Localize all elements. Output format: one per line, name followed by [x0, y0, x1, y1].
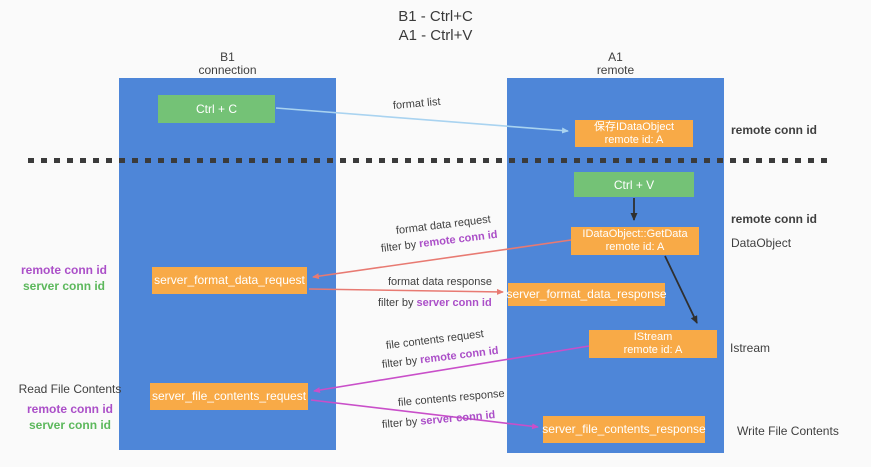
node-ctrl-v-label: Ctrl + V — [613, 177, 655, 192]
node-server-file-contents-response: server_file_contents_response — [542, 416, 706, 443]
node-getdata-line1: IDataObject::GetData — [582, 228, 688, 240]
node-idataobject-getdata: IDataObject::GetData remote id: A — [571, 227, 699, 255]
lane-a1-title: A1 — [608, 50, 623, 64]
edge-label-file-contents-response: file contents response — [397, 387, 506, 409]
annotation-left-remote-conn-id: remote conn id — [20, 263, 107, 277]
node-getdata-line2: remote id: A — [605, 241, 665, 253]
filter-by-text: filter by — [378, 297, 414, 309]
edge-label-format-list: format list — [392, 95, 442, 112]
title-line-1: B1 - Ctrl+C — [398, 8, 473, 25]
node-server-format-data-response: server_format_data_response — [506, 283, 667, 306]
diagram-title: B1 - Ctrl+C A1 - Ctrl+V — [0, 7, 871, 45]
node-istream: IStream remote id: A — [589, 330, 717, 358]
annotation-read-file-contents: Read File Contents — [18, 382, 122, 396]
lane-a1-subtitle: remote — [596, 63, 635, 77]
filter-by-text: filter by — [380, 238, 417, 255]
clipboard-session-divider — [28, 158, 834, 163]
node-saved-dataobject-line1: 保存IDataObject — [593, 120, 675, 133]
node-saved-dataobject-line2: remote id: A — [604, 133, 664, 146]
node-istream-line2: remote id: A — [623, 344, 683, 356]
lane-header-a1: A1 remote — [507, 51, 724, 77]
node-istream-line1: IStream — [633, 331, 673, 343]
annotation-write-file-contents: Write File Contents — [737, 424, 839, 438]
format-data-response-arrow — [308, 288, 504, 295]
file-request-label: server_file_contents_request — [151, 389, 307, 403]
file-response-label: server_file_contents_response — [542, 422, 706, 436]
node-ctrl-c: Ctrl + C — [158, 95, 275, 123]
lane-b1-title: B1 — [220, 50, 235, 64]
annotation-istream: Istream — [730, 341, 771, 355]
server-conn-id-text: server conn id — [416, 297, 492, 309]
lane-header-b1: B1 connection — [119, 51, 336, 77]
remote-conn-id-text: remote conn id — [419, 344, 500, 367]
annotation-left-conn-ids: remote conn id server conn id — [14, 262, 114, 294]
filter-by-text: filter by — [381, 354, 418, 371]
node-server-file-contents-request: server_file_contents_request — [150, 383, 308, 410]
annotation-left-remote-conn-id-bottom: remote conn id — [26, 402, 113, 416]
format-response-label: server_format_data_response — [506, 287, 667, 301]
format-request-label: server_format_data_request — [154, 273, 305, 287]
node-ctrl-v: Ctrl + V — [574, 172, 694, 197]
server-conn-id-text: server conn id — [419, 409, 496, 428]
annotation-remote-conn-id-top: remote conn id — [731, 123, 818, 137]
edge-label-format-data-response: format data response — [388, 276, 492, 288]
annotation-left-server-conn-id: server conn id — [22, 279, 106, 293]
annotation-remote-conn-id-mid: remote conn id — [731, 212, 818, 226]
node-server-format-data-request: server_format_data_request — [152, 267, 307, 294]
node-saved-dataobject: 保存IDataObject remote id: A — [575, 120, 693, 147]
annotation-dataobject: DataObject — [731, 236, 792, 250]
annotation-left-server-conn-id-bottom: server conn id — [28, 418, 112, 432]
annotation-read-file-contents-group: Read File Contents remote conn id server… — [16, 381, 124, 433]
node-ctrl-c-label: Ctrl + C — [195, 102, 237, 116]
filter-by-text: filter by — [381, 415, 418, 431]
lane-b1-subtitle: connection — [198, 63, 257, 77]
title-line-2: A1 - Ctrl+V — [398, 27, 473, 44]
